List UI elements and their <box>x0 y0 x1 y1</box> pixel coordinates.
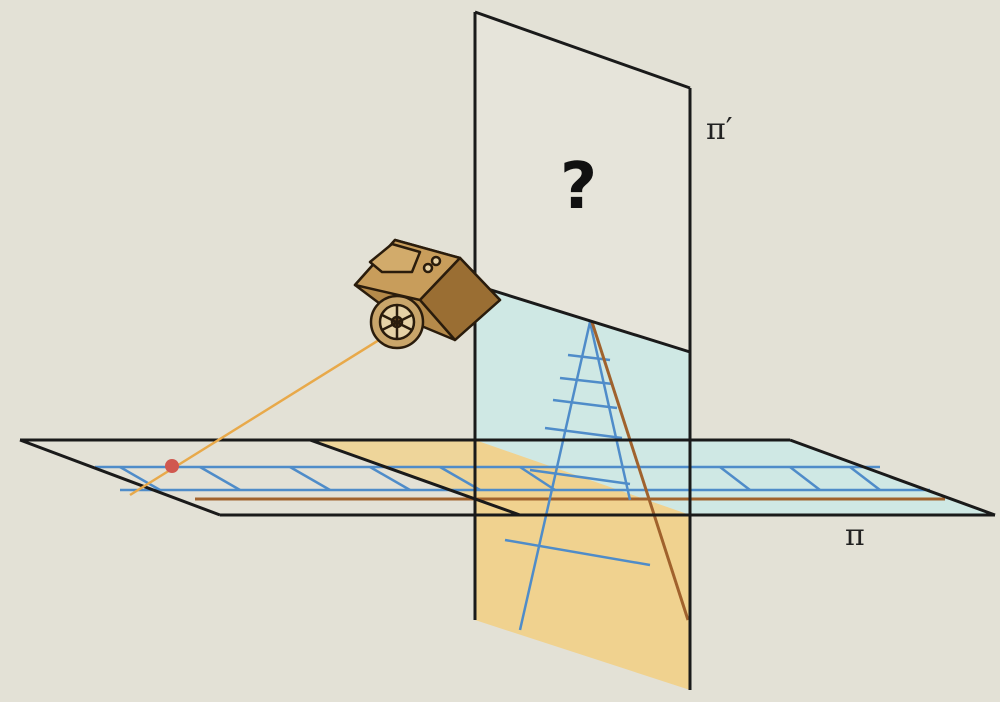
image-grid <box>504 321 651 631</box>
ground-grid <box>95 465 930 492</box>
camera-icon <box>353 238 502 350</box>
image-plane-below <box>475 440 690 690</box>
image-plane-upper <box>475 12 690 352</box>
ground-plane-label: π <box>845 518 865 553</box>
image-brown-line <box>590 321 690 621</box>
point-marker <box>165 459 179 473</box>
image-plane-label: π′ <box>706 112 733 147</box>
unknown-image-mark: ? <box>560 150 598 224</box>
ground-plane-left <box>20 440 520 515</box>
ground-plane-right <box>690 440 995 515</box>
